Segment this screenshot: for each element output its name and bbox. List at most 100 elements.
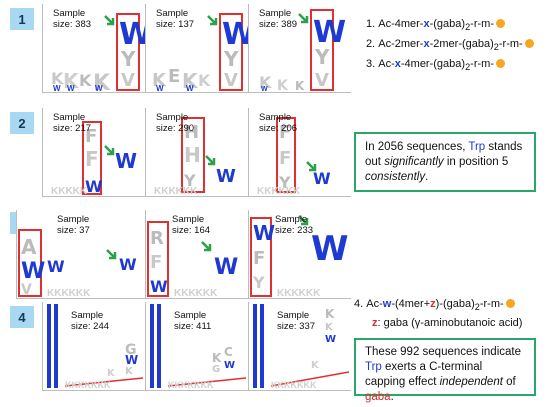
row-badge-1: 1 xyxy=(10,8,34,30)
svg-text:W: W xyxy=(67,84,75,92)
sequence-logo-graphic: K K W K KKKKKKK xyxy=(253,304,350,390)
note-text: These 992 sequences indicate xyxy=(365,346,521,358)
sequence-logo-panel: G W K K KKKKKKK Sample size: 244 xyxy=(42,302,145,391)
svg-text:Y: Y xyxy=(278,173,291,192)
svg-text:W: W xyxy=(253,221,275,245)
sample-size-label: Sample size: 290 xyxy=(156,112,195,134)
svg-text:V: V xyxy=(121,70,135,91)
legend-item-number: 3. xyxy=(366,58,376,70)
sample-size-label: Sample size: 244 xyxy=(71,310,110,332)
sequence-logo-panel: W F Y W KKKKKK Sample size: 233 xyxy=(248,210,351,299)
svg-text:F: F xyxy=(253,248,265,269)
note-emphasis: significantly xyxy=(384,156,444,168)
svg-text:H: H xyxy=(184,122,199,143)
sequence-logo-panel: H H Y W KKKKKK Sample size: 290 xyxy=(145,108,248,197)
sequence-logo-graphic: K E K K W W W Y V xyxy=(152,13,248,92)
svg-text:K: K xyxy=(259,73,272,92)
variable-residue: x xyxy=(423,38,430,50)
svg-text:KKKKKK: KKKKKK xyxy=(154,186,198,196)
svg-text:W: W xyxy=(21,259,45,284)
svg-text:V: V xyxy=(315,70,329,91)
sequence-logo-graphic: F F Y W KKKKKK xyxy=(257,117,331,196)
orange-dot-icon xyxy=(495,59,505,68)
variable-residue: x xyxy=(423,18,430,30)
svg-text:W: W xyxy=(85,177,103,196)
trp-highlight: Trp xyxy=(365,361,382,373)
note-text: . xyxy=(390,391,394,403)
sequence-tail: -r-m- xyxy=(498,38,523,50)
svg-text:W: W xyxy=(216,166,236,187)
svg-text:R: R xyxy=(150,228,164,249)
sequence-tail: -r-m- xyxy=(479,298,504,310)
svg-text:W: W xyxy=(224,360,235,371)
sequence-logo-panel: K K K W W Y V Sample size: 389 xyxy=(248,4,351,93)
gaba-residue: z xyxy=(372,317,378,329)
svg-text:K: K xyxy=(198,71,211,90)
sequence-logo-graphic: G W K K KKKKKKK xyxy=(47,304,144,390)
sample-size-label: Sample size: 337 xyxy=(277,310,316,332)
sequence-logo-graphic: K K K W W Y V xyxy=(259,9,346,92)
svg-text:W: W xyxy=(125,353,138,367)
svg-text:W: W xyxy=(186,84,194,92)
sequence-logo-panel: F F W W KKKKK Sample size: 217 xyxy=(42,108,145,197)
note-text: of xyxy=(502,376,516,388)
sequence-prefix: Ac-2mer- xyxy=(378,38,424,50)
svg-text:H: H xyxy=(184,143,201,167)
row-badge-2: 2 xyxy=(10,112,34,134)
sample-size-label: Sample size: 383 xyxy=(53,8,92,30)
subscript: 2 xyxy=(474,302,480,313)
note-text: stands out xyxy=(365,141,523,168)
svg-text:W: W xyxy=(325,334,336,345)
svg-text:W: W xyxy=(150,277,168,296)
svg-text:W: W xyxy=(47,257,65,276)
sequence-logo-panel: K K W K KKKKKKK Sample size: 337 xyxy=(248,302,351,391)
svg-text:Y: Y xyxy=(314,45,330,69)
legend-item-number: 2. xyxy=(366,38,376,50)
svg-text:F: F xyxy=(150,252,162,273)
svg-text:K: K xyxy=(212,351,222,365)
sequence-logo-panel: K C G W KKKKKKK Sample size: 411 xyxy=(145,302,248,391)
sequence-middle: -(4mer+ xyxy=(391,298,431,310)
finding-note-1: In 2056 sequences, Trp stands out signif… xyxy=(354,132,536,192)
sequence-logo-panel: K K K K W W W W Y V Sample size: 383 xyxy=(42,4,145,93)
z-definition: z: gaba (γ-aminobutanoic acid) xyxy=(372,317,522,329)
svg-text:W: W xyxy=(119,255,137,274)
sequence-logo-panel: F F Y W KKKKKK Sample size: 206 xyxy=(248,108,351,197)
sample-size-label: Sample size: 389 xyxy=(259,8,298,30)
svg-text:W: W xyxy=(261,86,268,92)
svg-text:Y: Y xyxy=(223,47,239,71)
svg-text:KKKKKKK: KKKKKKK xyxy=(168,380,214,390)
svg-text:KKKKKK: KKKKKK xyxy=(257,186,301,196)
svg-text:W: W xyxy=(156,84,164,92)
svg-text:KKKKKK: KKKKKK xyxy=(174,288,218,298)
note-text: exerts a C-terminal capping effect xyxy=(365,361,483,388)
sequence-logo-graphic: F F W W KKKKK xyxy=(51,121,137,196)
note-emphasis: independent xyxy=(439,376,503,388)
orange-dot-icon xyxy=(505,299,515,308)
sequence-prefix: Ac- xyxy=(378,58,395,70)
svg-text:K: K xyxy=(63,69,80,92)
svg-text:W: W xyxy=(119,17,145,52)
svg-text:W: W xyxy=(115,149,137,173)
legend-item-2: 2. Ac-2mer-x-2mer-(gaba)2-r-m- xyxy=(366,38,534,52)
sequence-prefix: Ac- xyxy=(366,298,383,310)
svg-text:K: K xyxy=(325,322,334,333)
svg-text:Y: Y xyxy=(120,47,136,71)
sequence-middle: -2mer-(gaba) xyxy=(429,38,494,50)
svg-text:K: K xyxy=(125,366,134,377)
svg-text:W: W xyxy=(53,84,61,92)
svg-text:F: F xyxy=(279,148,291,169)
sequence-middle: -4mer-(gaba) xyxy=(400,58,466,70)
svg-text:E: E xyxy=(168,66,180,87)
sequence-middle: -(gaba) xyxy=(429,18,466,30)
sequence-logo-panel: R F W W KKKKKK Sample size: 164 xyxy=(145,210,248,299)
sequence-tail: -r-m- xyxy=(470,18,494,30)
svg-text:K: K xyxy=(152,70,167,91)
row-badge-4: 4 xyxy=(10,306,34,328)
sequence-logo-graphic: A W V W W KKKKKK xyxy=(18,229,137,298)
svg-text:W: W xyxy=(95,84,103,92)
gaba-highlight: gaba xyxy=(365,391,391,403)
sequence-logo-graphic: H H Y W KKKKKK xyxy=(154,117,236,196)
svg-text:K: K xyxy=(325,307,335,321)
sequence-logo-graphic: K C G W KKKKKKK xyxy=(150,304,247,390)
